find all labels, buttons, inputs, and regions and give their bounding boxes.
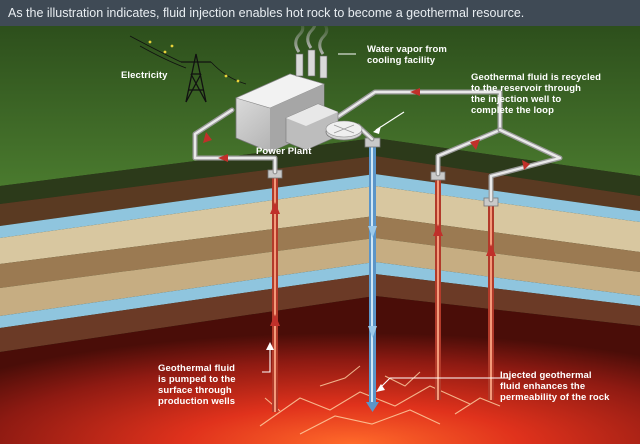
production-well-right-1 [435,178,441,400]
injection-flow-arrows [368,226,377,338]
production-well-left [272,176,278,412]
transmission-tower [181,53,211,103]
steam-plumes [294,26,329,55]
layer-water-bottom [0,262,640,328]
label-power-plant: Power Plant [256,146,312,157]
layer-water-top [0,174,640,238]
flow-arrows [203,88,530,326]
geothermal-illustration [0,26,640,444]
label-recycled-fluid: Geothermal fluid is recycled to the rese… [471,72,602,116]
label-production-wells: Geothermal fluid is pumped to the surfac… [158,363,236,407]
surface-piping [192,89,563,203]
callout-arrowheads [266,126,385,392]
power-sparks [148,40,240,83]
injection-well [366,144,379,412]
layer-sand [0,186,640,264]
layer-tan [0,238,640,316]
power-plant-building [235,49,339,153]
label-electricity: Electricity [121,70,168,81]
layer-dark-soil [0,156,640,226]
production-well-right-2 [488,204,494,400]
layer-dark-rock [0,274,640,352]
label-water-vapor: Water vapor from cooling facility [367,44,447,66]
cooling-unit [325,120,363,141]
layer-brown [0,216,640,288]
label-injected-fluid: Injected geothermal fluid enhances the p… [500,370,610,403]
ground-edge [0,138,640,204]
callout-lines [262,53,510,389]
hot-rock-zone [0,296,640,444]
caption-title: As the illustration indicates, fluid inj… [0,0,640,26]
